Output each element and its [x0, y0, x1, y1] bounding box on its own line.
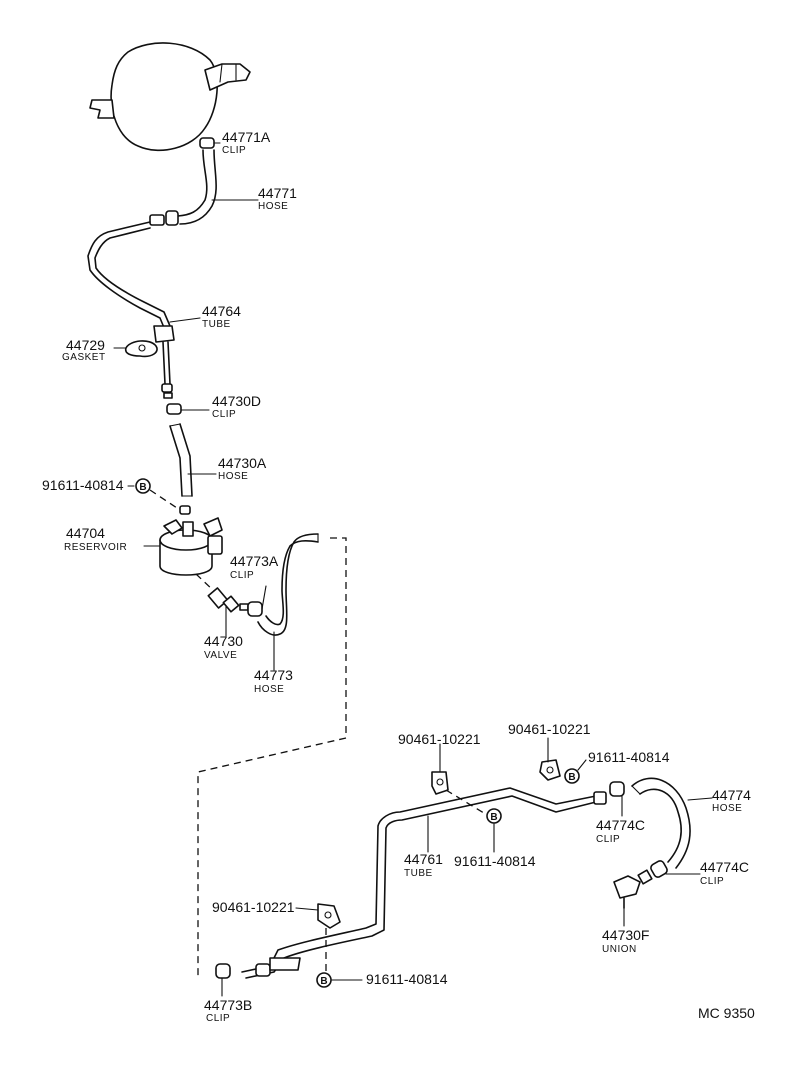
svg-text:HOSE: HOSE	[712, 803, 742, 814]
bolt-marker-b-4: B	[316, 972, 332, 988]
svg-text:44730F: 44730F	[602, 927, 649, 943]
callout-44729: 44729 GASKET	[62, 337, 106, 363]
leader-lines	[113, 142, 713, 997]
callout-90461-10221-b: 90461-10221	[508, 721, 591, 737]
svg-text:44730: 44730	[204, 633, 243, 649]
callout-91611-40814-b: 91611-40814	[588, 749, 670, 765]
svg-text:UNION: UNION	[602, 944, 637, 955]
svg-text:44729: 44729	[66, 337, 105, 353]
svg-text:CLIP: CLIP	[212, 409, 236, 420]
clip-44773a	[247, 601, 263, 617]
bolt-marker-b-3: B	[486, 808, 502, 824]
svg-text:HOSE: HOSE	[218, 471, 248, 482]
clip-44773b	[215, 963, 231, 979]
tube-44764	[87, 221, 166, 331]
svg-text:HOSE: HOSE	[254, 684, 284, 695]
callout-91611-40814-a: 91611-40814	[42, 477, 124, 493]
svg-text:44774: 44774	[712, 787, 751, 803]
callout-44730f: 44730F UNION	[602, 927, 649, 955]
callout-44771: 44771 HOSE	[258, 185, 297, 212]
svg-text:B: B	[490, 812, 497, 823]
callout-44704: 44704 RESERVOIR	[64, 525, 127, 553]
diagram-code: MC 9350	[698, 1005, 755, 1021]
svg-text:CLIP: CLIP	[700, 876, 724, 887]
svg-text:44773: 44773	[254, 667, 293, 683]
svg-text:44730D: 44730D	[212, 393, 261, 409]
svg-text:90461-10221: 90461-10221	[212, 899, 295, 915]
callout-44774: 44774 HOSE	[712, 787, 751, 814]
gasket-44729	[124, 340, 158, 358]
bracket-90461-lower	[317, 903, 341, 929]
svg-text:44774C: 44774C	[596, 817, 645, 833]
svg-text:TUBE: TUBE	[404, 868, 433, 879]
svg-text:91611-40814: 91611-40814	[42, 477, 124, 493]
callout-44730: 44730 VALVE	[204, 633, 243, 661]
callout-44730d: 44730D CLIP	[212, 393, 261, 420]
hose-44774	[631, 777, 691, 869]
svg-text:CLIP: CLIP	[230, 570, 254, 581]
bolt-marker-b-2: B	[564, 768, 580, 784]
svg-text:44774C: 44774C	[700, 859, 749, 875]
svg-text:B: B	[320, 976, 327, 987]
svg-text:B: B	[568, 772, 575, 783]
svg-text:91611-40814: 91611-40814	[454, 853, 536, 869]
svg-text:44771: 44771	[258, 185, 297, 201]
svg-text:44764: 44764	[202, 303, 241, 319]
reservoir-44704	[159, 505, 223, 576]
clip-44774c-upper	[609, 781, 625, 797]
svg-text:91611-40814: 91611-40814	[366, 971, 448, 987]
callout-44774c-b: 44774C CLIP	[700, 859, 749, 887]
callout-44773a: 44773A CLIP	[230, 553, 279, 581]
svg-text:44761: 44761	[404, 851, 443, 867]
svg-text:CLIP: CLIP	[206, 1013, 230, 1024]
callout-91611-40814-d: 91611-40814	[366, 971, 448, 987]
callout-44764: 44764 TUBE	[202, 303, 241, 330]
brake-booster	[89, 42, 251, 152]
svg-text:44771A: 44771A	[222, 129, 271, 145]
svg-text:RESERVOIR: RESERVOIR	[64, 542, 127, 553]
bracket-90461-upper	[539, 759, 561, 781]
svg-text:90461-10221: 90461-10221	[508, 721, 591, 737]
clip-44771a	[199, 137, 215, 149]
tube-44761	[241, 787, 597, 973]
callout-44761: 44761 TUBE	[404, 851, 443, 879]
svg-text:44773B: 44773B	[204, 997, 252, 1013]
callout-91611-40814-c: 91611-40814	[454, 853, 536, 869]
svg-text:TUBE: TUBE	[202, 319, 231, 330]
callout-90461-10221-c: 90461-10221	[212, 899, 295, 915]
bracket-90461-mid	[431, 771, 449, 795]
hose-44773	[257, 533, 319, 636]
svg-text:44773A: 44773A	[230, 553, 279, 569]
callout-44730a: 44730A HOSE	[218, 455, 267, 482]
svg-text:44730A: 44730A	[218, 455, 267, 471]
hose-44771	[177, 149, 208, 217]
union-44730f	[613, 869, 653, 909]
svg-text:GASKET: GASKET	[62, 352, 106, 363]
svg-text:CLIP: CLIP	[596, 834, 620, 845]
svg-text:B: B	[139, 482, 146, 493]
bolt-marker-b-1: B	[135, 478, 151, 494]
clip-44730d	[166, 403, 182, 415]
svg-text:44704: 44704	[66, 525, 105, 541]
hose-44730a	[169, 425, 183, 497]
callout-44774c-a: 44774C CLIP	[596, 817, 645, 845]
callout-44773b: 44773B CLIP	[204, 997, 252, 1024]
svg-text:90461-10221: 90461-10221	[398, 731, 481, 747]
svg-text:CLIP: CLIP	[222, 145, 246, 156]
svg-text:91611-40814: 91611-40814	[588, 749, 670, 765]
callout-90461-10221-a: 90461-10221	[398, 731, 481, 747]
svg-text:VALVE: VALVE	[204, 650, 237, 661]
clip-44774c-lower	[650, 860, 668, 878]
svg-text:HOSE: HOSE	[258, 201, 288, 212]
callout-44773: 44773 HOSE	[254, 667, 293, 695]
valve-44730	[195, 573, 249, 613]
callout-44771a: 44771A CLIP	[222, 129, 271, 156]
